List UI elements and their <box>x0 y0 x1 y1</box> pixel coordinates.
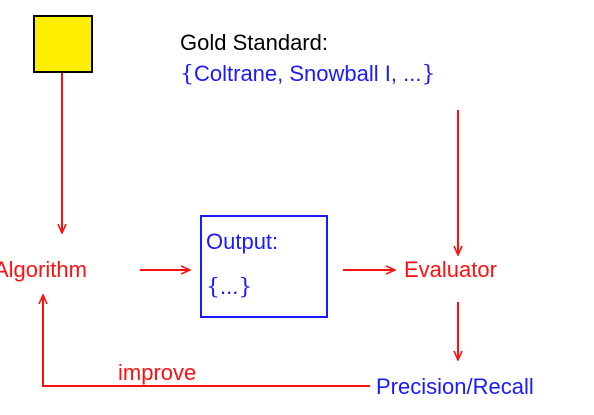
input-data-box <box>33 15 93 73</box>
evaluator-label: Evaluator <box>404 257 497 282</box>
output-items: ... <box>220 274 239 299</box>
improve-label: improve <box>118 360 197 385</box>
gold-standard-brace-close: } <box>421 62 436 87</box>
output-box <box>200 215 328 318</box>
gold-standard-title: Gold Standard: <box>180 30 328 55</box>
output-set: {...} <box>206 276 252 299</box>
precision-recall-label: Precision/Recall <box>376 374 534 399</box>
output-brace-open: { <box>206 275 220 300</box>
output-title: Output: <box>206 229 279 254</box>
gold-standard-items: Coltrane, Snowball I, ... <box>194 61 422 86</box>
output-brace-close: } <box>238 275 253 300</box>
arrow-improve-loop <box>43 295 370 387</box>
gold-standard-brace-open: { <box>180 62 194 87</box>
algorithm-label: Algorithm <box>0 257 87 282</box>
gold-standard-set: {Coltrane, Snowball I, ...} <box>180 63 435 86</box>
